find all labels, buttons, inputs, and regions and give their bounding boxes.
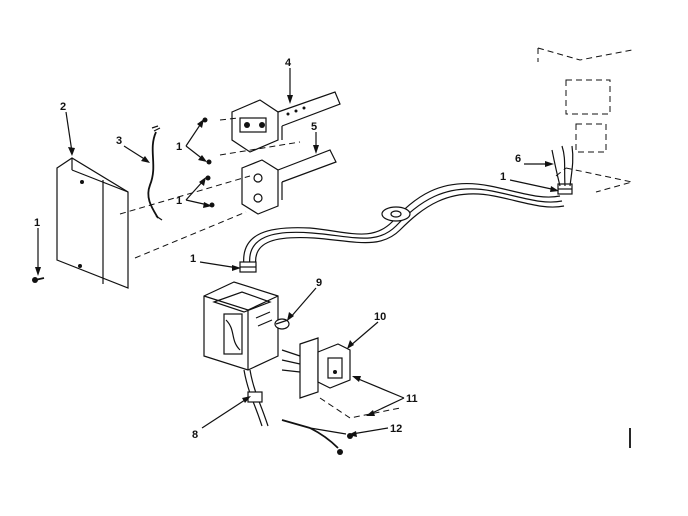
callout-5: 5 (311, 121, 317, 133)
lower-cable (243, 369, 269, 427)
callout-3: 3 (116, 135, 122, 147)
switch-block-part-10 (281, 337, 351, 399)
wire-assembly-part-12 (281, 419, 353, 455)
screw-part-1-left (32, 277, 45, 283)
wire-lead-part-3 (147, 125, 163, 221)
callout-7-left: 1 (190, 253, 196, 265)
cable-harness (243, 182, 565, 267)
callout-10: 10 (374, 311, 386, 323)
callout-9: 9 (316, 277, 322, 289)
wire-ends-part-6 (551, 145, 574, 187)
control-box (203, 281, 279, 371)
leader-dash-2 (134, 211, 247, 259)
callout-11: 11 (406, 393, 418, 405)
leader-dash-part-11 (319, 397, 401, 419)
connector-part-7-left (239, 261, 257, 273)
knob-part-9 (274, 318, 290, 330)
callout-leaders (35, 68, 559, 437)
callout-7-right: 1 (500, 171, 506, 183)
callout-2: 2 (60, 101, 66, 113)
screws-part-1-terminals (202, 117, 215, 208)
callout-1-lower: 1 (176, 195, 182, 207)
leader-dash-4 (219, 141, 301, 156)
callout-12: 12 (390, 423, 402, 435)
callout-1-upper: 1 (176, 141, 182, 153)
callout-4: 4 (285, 57, 292, 69)
callout-8: 8 (192, 429, 198, 441)
callout-1-left: 1 (34, 217, 40, 229)
leader-dash-1 (119, 175, 251, 215)
leader-dash-3 (219, 117, 239, 121)
junction-box-dashed (537, 47, 633, 193)
element-terminal-part-4 (231, 91, 341, 153)
cover-plate-part-2 (56, 157, 129, 289)
callout-6: 6 (515, 153, 521, 165)
element-terminal-part-5 (241, 149, 337, 215)
